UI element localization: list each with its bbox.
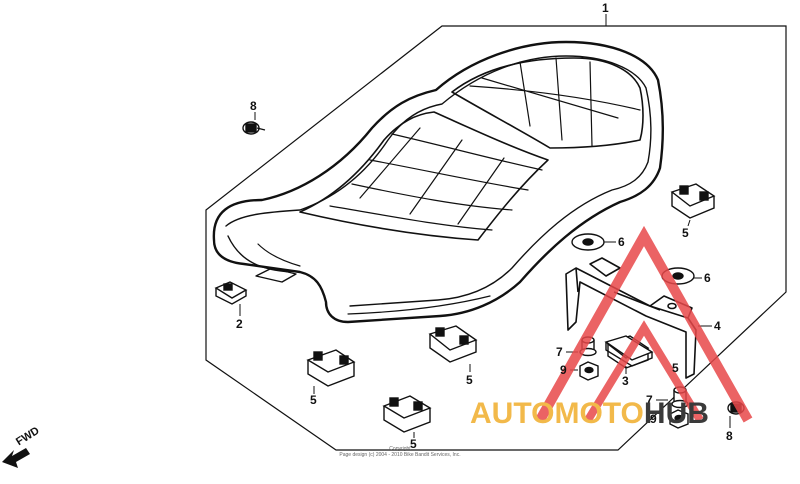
watermark-brand: AUTOMOTOHUB xyxy=(470,397,709,431)
callout-5-c: 5 xyxy=(310,393,317,407)
callout-7-a: 7 xyxy=(556,345,563,359)
callout-6-b: 6 xyxy=(704,271,711,285)
callout-5-d: 5 xyxy=(410,437,417,451)
callout-5-b: 5 xyxy=(466,373,473,387)
assembly-boundary xyxy=(205,25,787,451)
part-rubber-5-b xyxy=(428,325,478,363)
callout-2: 2 xyxy=(236,317,243,331)
seat xyxy=(212,40,664,324)
fwd-arrow-icon xyxy=(2,448,30,468)
callout-8-a: 8 xyxy=(250,99,257,113)
watermark-part-2: HUB xyxy=(643,397,709,430)
part-nut-9-b xyxy=(669,409,689,429)
watermark-part-1: AUTOMOTO xyxy=(470,397,644,430)
callout-9-b: 9 xyxy=(650,412,657,426)
copyright-notice: Copyright Page design (c) 2004 - 2010 Bi… xyxy=(300,446,500,458)
callout-3: 3 xyxy=(622,374,629,388)
callout-5-e: 5 xyxy=(672,361,679,375)
copyright-line-1: Copyright xyxy=(389,446,411,452)
part-rubber-5-c xyxy=(306,349,356,387)
callout-8-b: 8 xyxy=(726,429,733,443)
callout-1: 1 xyxy=(602,1,609,15)
part-rubber-5-d xyxy=(382,395,432,433)
callout-9-a: 9 xyxy=(560,363,567,377)
callout-4: 4 xyxy=(714,319,721,333)
callout-6-a: 6 xyxy=(618,235,625,249)
part-nut-9-a xyxy=(579,361,599,381)
part-rubber-5-a xyxy=(670,183,716,219)
callout-7-b: 7 xyxy=(646,393,653,407)
part-clip-2 xyxy=(214,281,248,305)
copyright-line-2: Page design (c) 2004 - 2010 Bike Bandit … xyxy=(339,452,461,458)
watermark-logo-icon xyxy=(535,225,753,423)
part-bolt-8-left xyxy=(242,121,266,135)
callout-5-a: 5 xyxy=(682,226,689,240)
part-washer-6-top xyxy=(571,233,605,251)
